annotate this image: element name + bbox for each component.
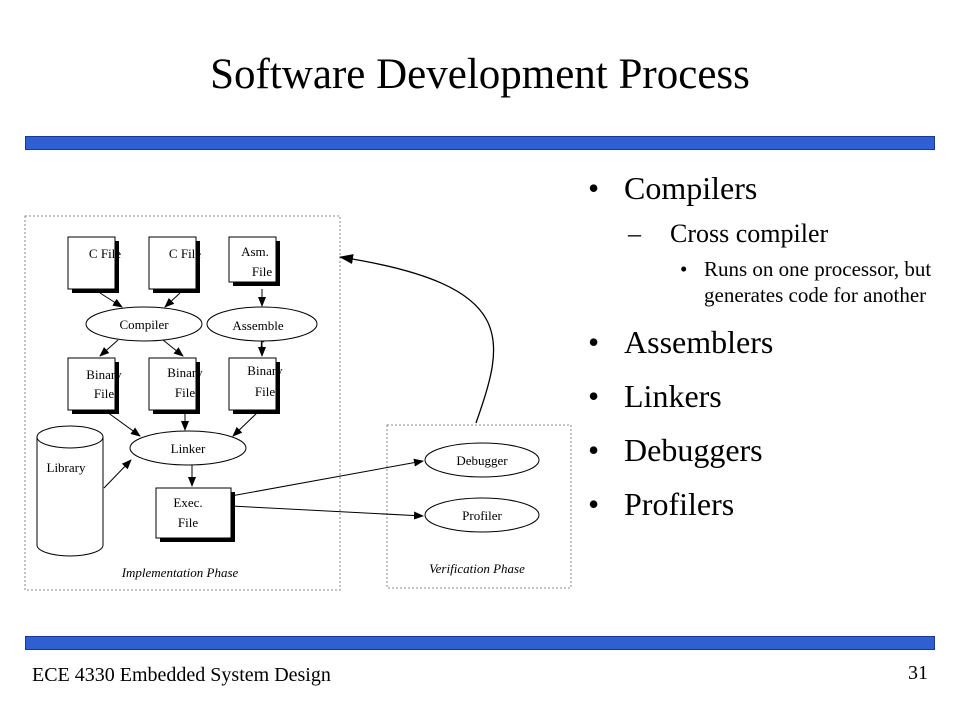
assembler-node: Assemble r <box>206 306 318 350</box>
top-divider-bar <box>25 136 935 150</box>
verification-phase-region <box>386 424 572 589</box>
flow-arrows <box>99 254 495 520</box>
svg-text:C File: C File <box>89 246 121 261</box>
svg-text:Profiler: Profiler <box>462 508 502 523</box>
implementation-phase-region <box>24 215 341 591</box>
c-file-1: C File <box>67 236 121 293</box>
svg-text:File: File <box>178 515 198 530</box>
svg-text:Assemble: Assemble <box>232 318 284 333</box>
binary-file-1: Binary File <box>67 357 122 414</box>
library-cylinder: Library <box>36 425 104 557</box>
svg-text:Compiler: Compiler <box>119 317 169 332</box>
slide-title: Software Development Process <box>210 51 750 98</box>
footer-course-name: ECE 4330 Embedded System Design <box>32 664 331 686</box>
svg-text:Debugger: Debugger <box>456 453 508 468</box>
svg-text:Library: Library <box>47 460 86 475</box>
svg-text:Asm.: Asm. <box>241 244 269 259</box>
svg-text:File: File <box>175 385 195 400</box>
bullet-profilers: •Profilers <box>588 486 735 522</box>
asm-file: Asm. File <box>228 236 280 286</box>
c-file-2: C File <box>148 236 201 293</box>
bullet-compilers: •Compilers <box>588 170 758 206</box>
svg-text:File: File <box>252 264 272 279</box>
svg-text:File: File <box>94 386 114 401</box>
svg-text:Linker: Linker <box>171 441 206 456</box>
linker-node: Linker <box>129 430 247 466</box>
svg-text:Binary: Binary <box>167 365 203 380</box>
bullet-assemblers: •Assemblers <box>588 324 774 360</box>
bottom-divider-bar <box>25 636 935 650</box>
svg-text:Exec.: Exec. <box>173 495 202 510</box>
binary-file-3: Binary File <box>228 357 283 414</box>
bullet-debuggers: •Debuggers <box>588 432 763 468</box>
bullet-linkers: •Linkers <box>588 378 722 414</box>
verification-phase-label: Verification Phase <box>429 561 525 576</box>
svg-text:C File: C File <box>169 246 201 261</box>
page-number: 31 <box>908 662 928 684</box>
bullet-cross-compiler-desc: •Runs on one processor, but generates co… <box>680 257 932 307</box>
profiler-node: Profiler <box>424 497 540 533</box>
svg-text:Binary: Binary <box>247 363 283 378</box>
svg-text:Binary: Binary <box>86 367 122 382</box>
compiler-node: Compiler <box>85 306 203 342</box>
svg-text:File: File <box>255 384 275 399</box>
binary-file-2: Binary File <box>148 357 203 414</box>
bullet-list: •Compilers –Cross compiler •Runs on one … <box>588 168 938 538</box>
debugger-node: Debugger <box>424 442 540 478</box>
exec-file: Exec. File <box>155 487 235 542</box>
bullet-cross-compiler: –Cross compiler <box>628 219 829 248</box>
implementation-phase-label: Implementation Phase <box>121 565 239 580</box>
